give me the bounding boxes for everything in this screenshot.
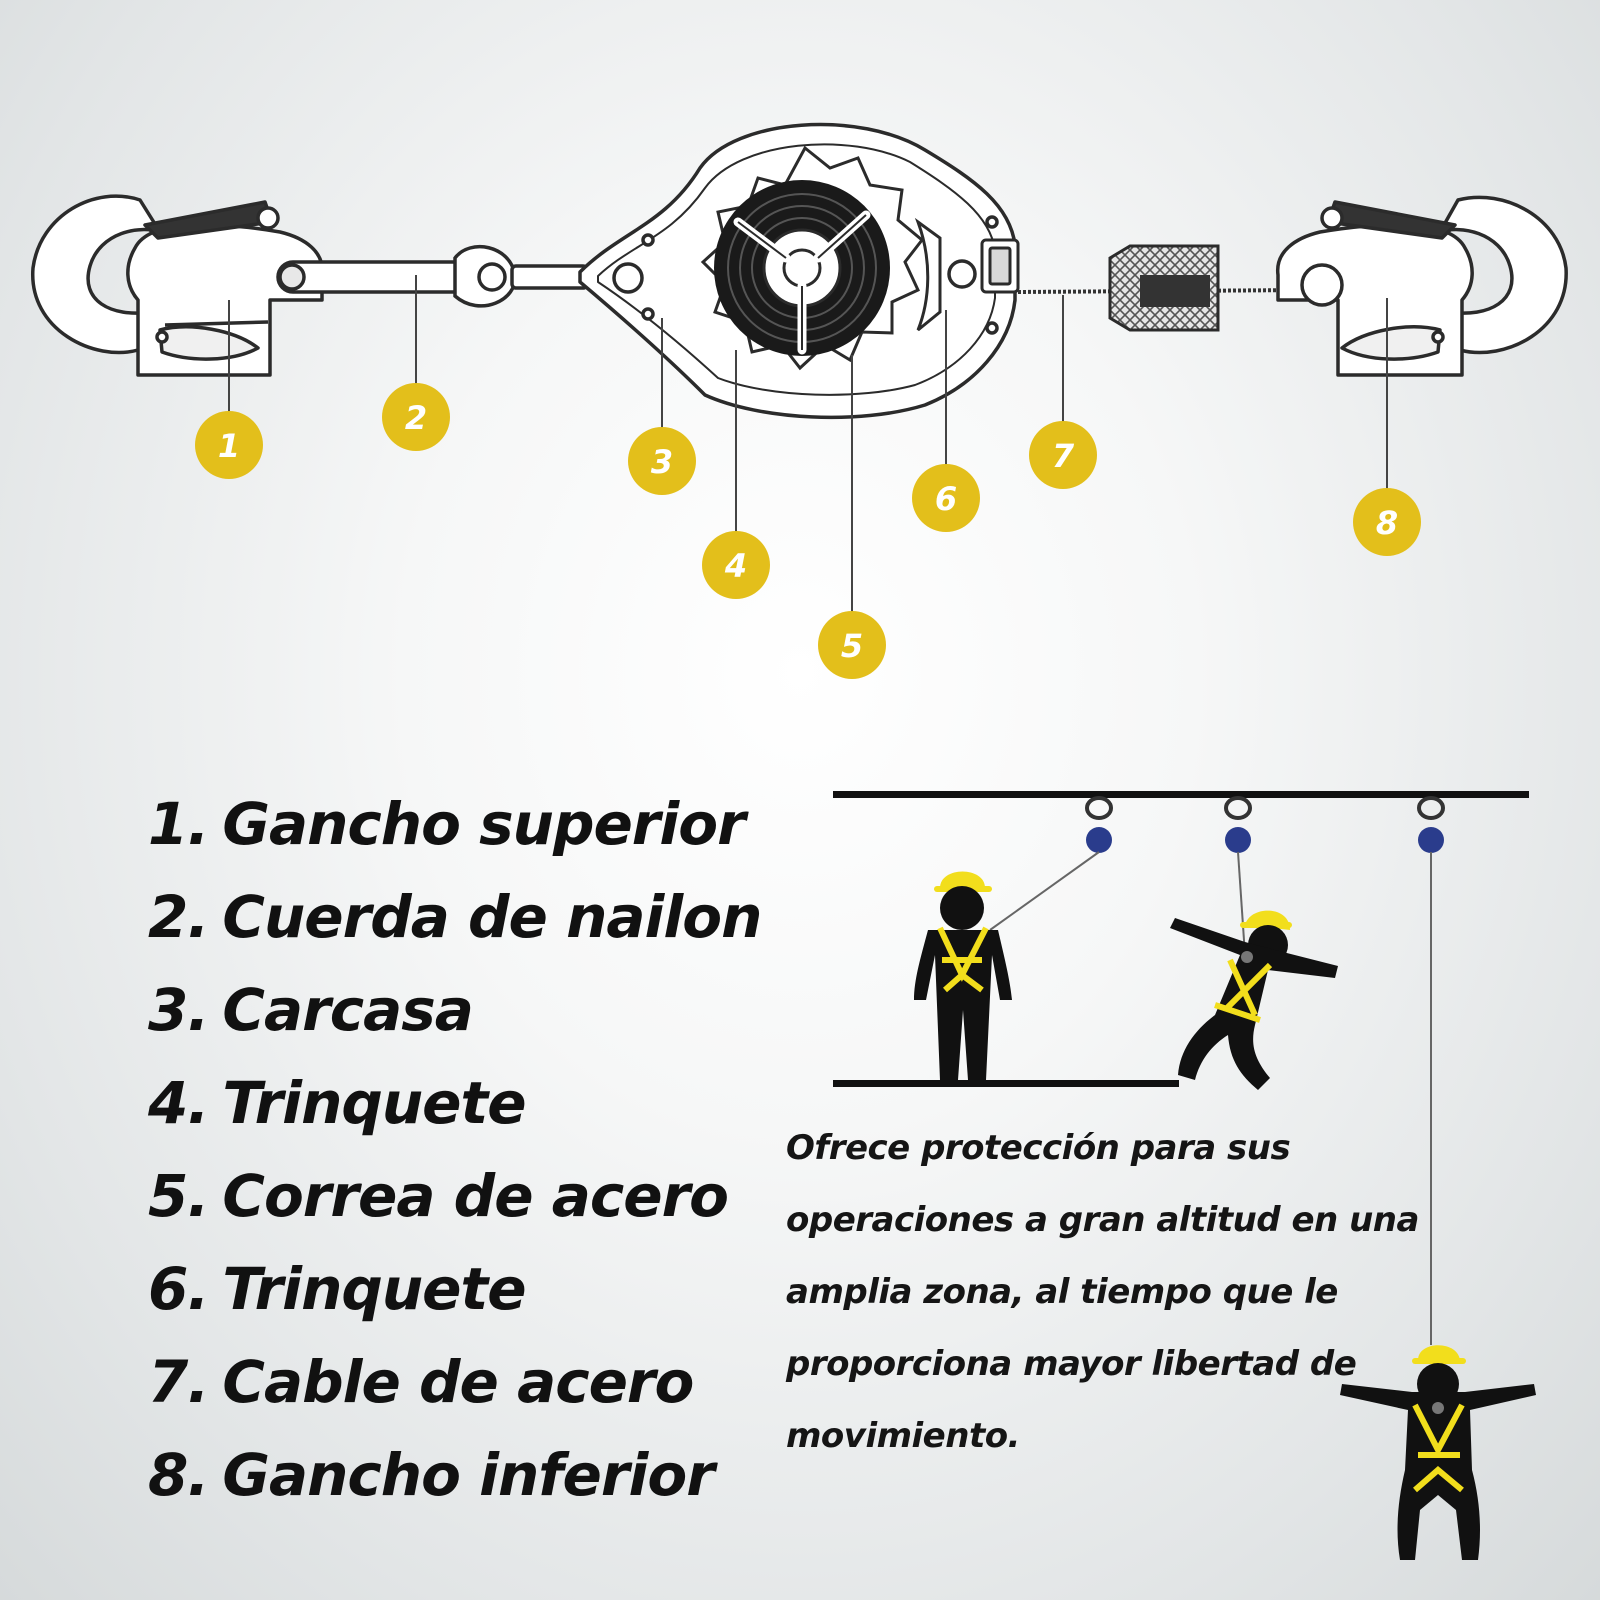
legend-item: 3.Carcasa [148, 964, 761, 1057]
legend-number: 2. [148, 883, 209, 951]
parts-legend: 1.Gancho superior 2.Cuerda de nailon 3.C… [148, 778, 762, 1522]
legend-item: 6.Trinquete [148, 1243, 761, 1336]
callout-number: 4 [724, 547, 747, 585]
callout-4: 4 [702, 531, 770, 599]
suspended-worker-icon [1340, 1345, 1536, 1560]
legend-label: Cuerda de nailon [222, 883, 762, 951]
nylon-rope-icon [276, 244, 589, 308]
lifeline [989, 851, 1432, 1345]
legend-item: 1.Gancho superior [148, 778, 761, 871]
pulley-icon [1417, 796, 1445, 853]
legend-label: Gancho inferior [222, 1441, 714, 1509]
legend-item: 7.Cable de acero [148, 1336, 761, 1429]
legend-label: Correa de acero [222, 1162, 729, 1230]
legend-number: 4. [148, 1069, 209, 1137]
legend-number: 6. [148, 1255, 209, 1323]
legend-item: 4.Trinquete [148, 1057, 761, 1150]
legend-label: Gancho superior [222, 790, 745, 858]
legend-item: 8.Gancho inferior [148, 1429, 761, 1522]
legend-number: 5. [148, 1162, 209, 1230]
callout-7: 7 [1029, 421, 1097, 489]
legend-number: 1. [148, 790, 209, 858]
upper-hook-icon [31, 194, 324, 377]
steel-cable-icon [1017, 244, 1311, 332]
legend-label: Trinquete [222, 1069, 526, 1137]
callout-number: 3 [651, 443, 673, 481]
callout-number: 8 [1376, 504, 1398, 542]
callout-number: 1 [218, 427, 240, 465]
pulley-icon [1224, 796, 1252, 853]
callout-number: 6 [935, 480, 957, 518]
legend-number: 3. [148, 976, 209, 1044]
pawl-icon [914, 217, 1020, 332]
falling-worker-icon [1170, 910, 1338, 1090]
callout-number: 5 [841, 627, 863, 665]
legend-number: 8. [148, 1441, 209, 1509]
steel-strap-coil-icon [714, 180, 890, 356]
callout-2: 2 [382, 383, 450, 451]
callout-number: 7 [1052, 437, 1075, 475]
callout-1: 1 [195, 411, 263, 479]
overhead-rail-icon [833, 791, 1529, 1087]
legend-item: 5.Correa de acero [148, 1150, 761, 1243]
legend-label: Carcasa [222, 976, 473, 1044]
lower-hook-icon [1276, 195, 1568, 377]
legend-label: Trinquete [222, 1255, 526, 1323]
callout-3: 3 [628, 427, 696, 495]
callout-8: 8 [1353, 488, 1421, 556]
callout-5: 5 [818, 611, 886, 679]
pulley-icon [1085, 796, 1113, 853]
standing-worker-icon [914, 871, 1012, 1080]
callout-6: 6 [912, 464, 980, 532]
product-description: Ofrece protección para sus operaciones a… [786, 1128, 1419, 1456]
legend-label: Cable de acero [222, 1348, 694, 1416]
legend-number: 7. [148, 1348, 209, 1416]
callout-number: 2 [405, 399, 427, 437]
legend-item: 2.Cuerda de nailon [148, 871, 762, 964]
